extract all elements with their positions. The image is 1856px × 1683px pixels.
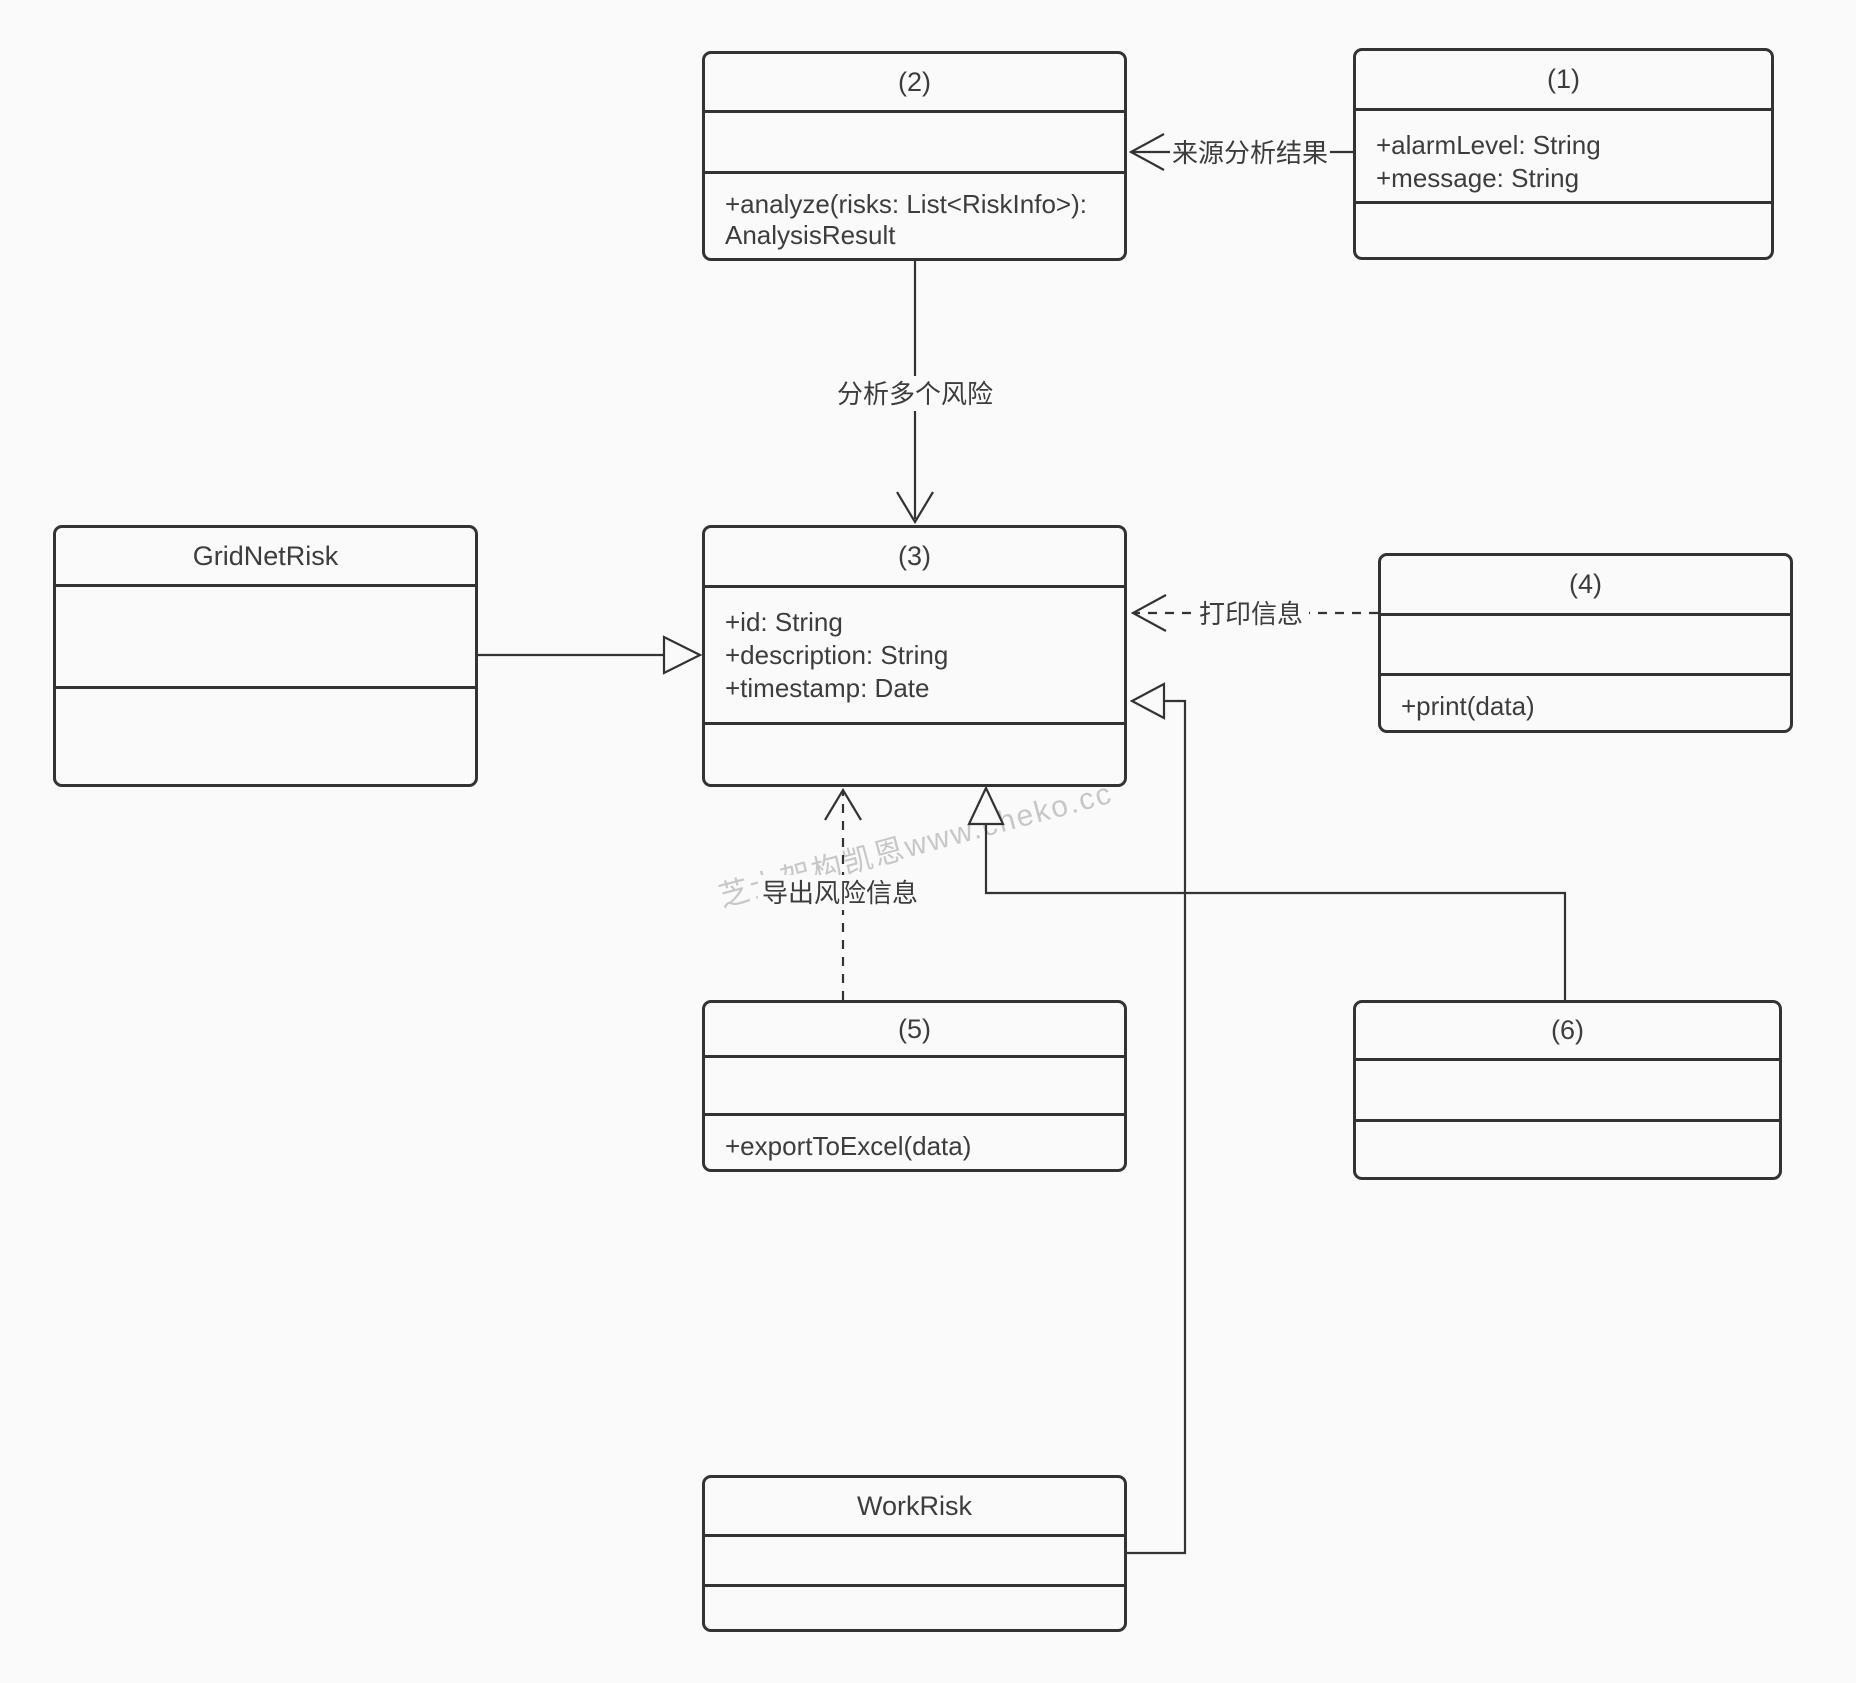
- class-attribute: +message: String: [1376, 163, 1580, 193]
- edge-label-source-analysis: 来源分析结果: [1172, 138, 1328, 168]
- edge-print-info-arrow: 打印信息: [1130, 594, 1378, 632]
- class-methods: +print(data): [1381, 673, 1790, 730]
- class-title: (1): [1547, 64, 1580, 94]
- class-attributes: +alarmLevel: String +message: String: [1356, 108, 1771, 201]
- class-attribute: +timestamp: Date: [725, 673, 930, 703]
- class-box-workrisk: WorkRisk: [702, 1475, 1127, 1632]
- class-attributes-empty: [705, 110, 1124, 171]
- edge-workrisk-inheritance: [1127, 682, 1187, 1555]
- class-title: GridNetRisk: [192, 540, 339, 571]
- class-title: (4): [1569, 569, 1602, 599]
- edge-label-print-info: 打印信息: [1199, 599, 1303, 629]
- edge-source-analysis-arrow: 来源分析结果: [1128, 133, 1353, 171]
- class-title: (3): [898, 541, 931, 571]
- class-method: +print(data): [1401, 691, 1535, 721]
- class-methods: +analyze(risks: List<RiskInfo>): Analysi…: [705, 171, 1124, 258]
- class-method: AnalysisResult: [725, 220, 896, 250]
- class-methods-empty: [705, 1584, 1124, 1629]
- edge-label-analyze-risks: 分析多个风险: [837, 379, 993, 409]
- class-methods-empty: [1356, 201, 1771, 257]
- class-attributes: +id: String +description: String +timest…: [705, 585, 1124, 722]
- edge-gridnetrisk-inheritance: [478, 635, 703, 675]
- class-methods-empty: [705, 722, 1124, 784]
- class-box-gridnetrisk: GridNetRisk: [53, 525, 478, 787]
- class-attribute: +alarmLevel: String: [1376, 130, 1601, 160]
- class-attributes-empty: [1356, 1058, 1779, 1119]
- class-methods-empty: [1356, 1119, 1779, 1177]
- class-box-1: (1) +alarmLevel: String +message: String: [1353, 48, 1774, 260]
- class-box-5: (5) +exportToExcel(data): [702, 1000, 1127, 1172]
- class-attributes-empty: [705, 1055, 1124, 1113]
- class-method: +exportToExcel(data): [725, 1131, 972, 1161]
- class-box-4: (4) +print(data): [1378, 553, 1793, 733]
- class-title: (2): [898, 66, 931, 97]
- class-methods-empty: [56, 686, 475, 784]
- class-box-6: (6): [1353, 1000, 1782, 1180]
- class-attributes-empty: [705, 1534, 1124, 1584]
- class-title: (5): [898, 1013, 931, 1044]
- class-methods: +exportToExcel(data): [705, 1113, 1124, 1169]
- class-title: (6): [1551, 1015, 1584, 1045]
- class-attribute: +id: String: [725, 607, 843, 637]
- edge-analyze-risks-arrow: 分析多个风险: [833, 261, 997, 525]
- class-attribute: +description: String: [725, 640, 949, 670]
- class-attributes-empty: [56, 584, 475, 686]
- class-attributes-empty: [1381, 613, 1790, 673]
- class-title: WorkRisk: [856, 1490, 972, 1521]
- class-box-2: (2) +analyze(risks: List<RiskInfo>): Ana…: [702, 51, 1127, 261]
- class-method: +analyze(risks: List<RiskInfo>):: [725, 189, 1087, 219]
- class-box-3: (3) +id: String +description: String +ti…: [702, 525, 1127, 787]
